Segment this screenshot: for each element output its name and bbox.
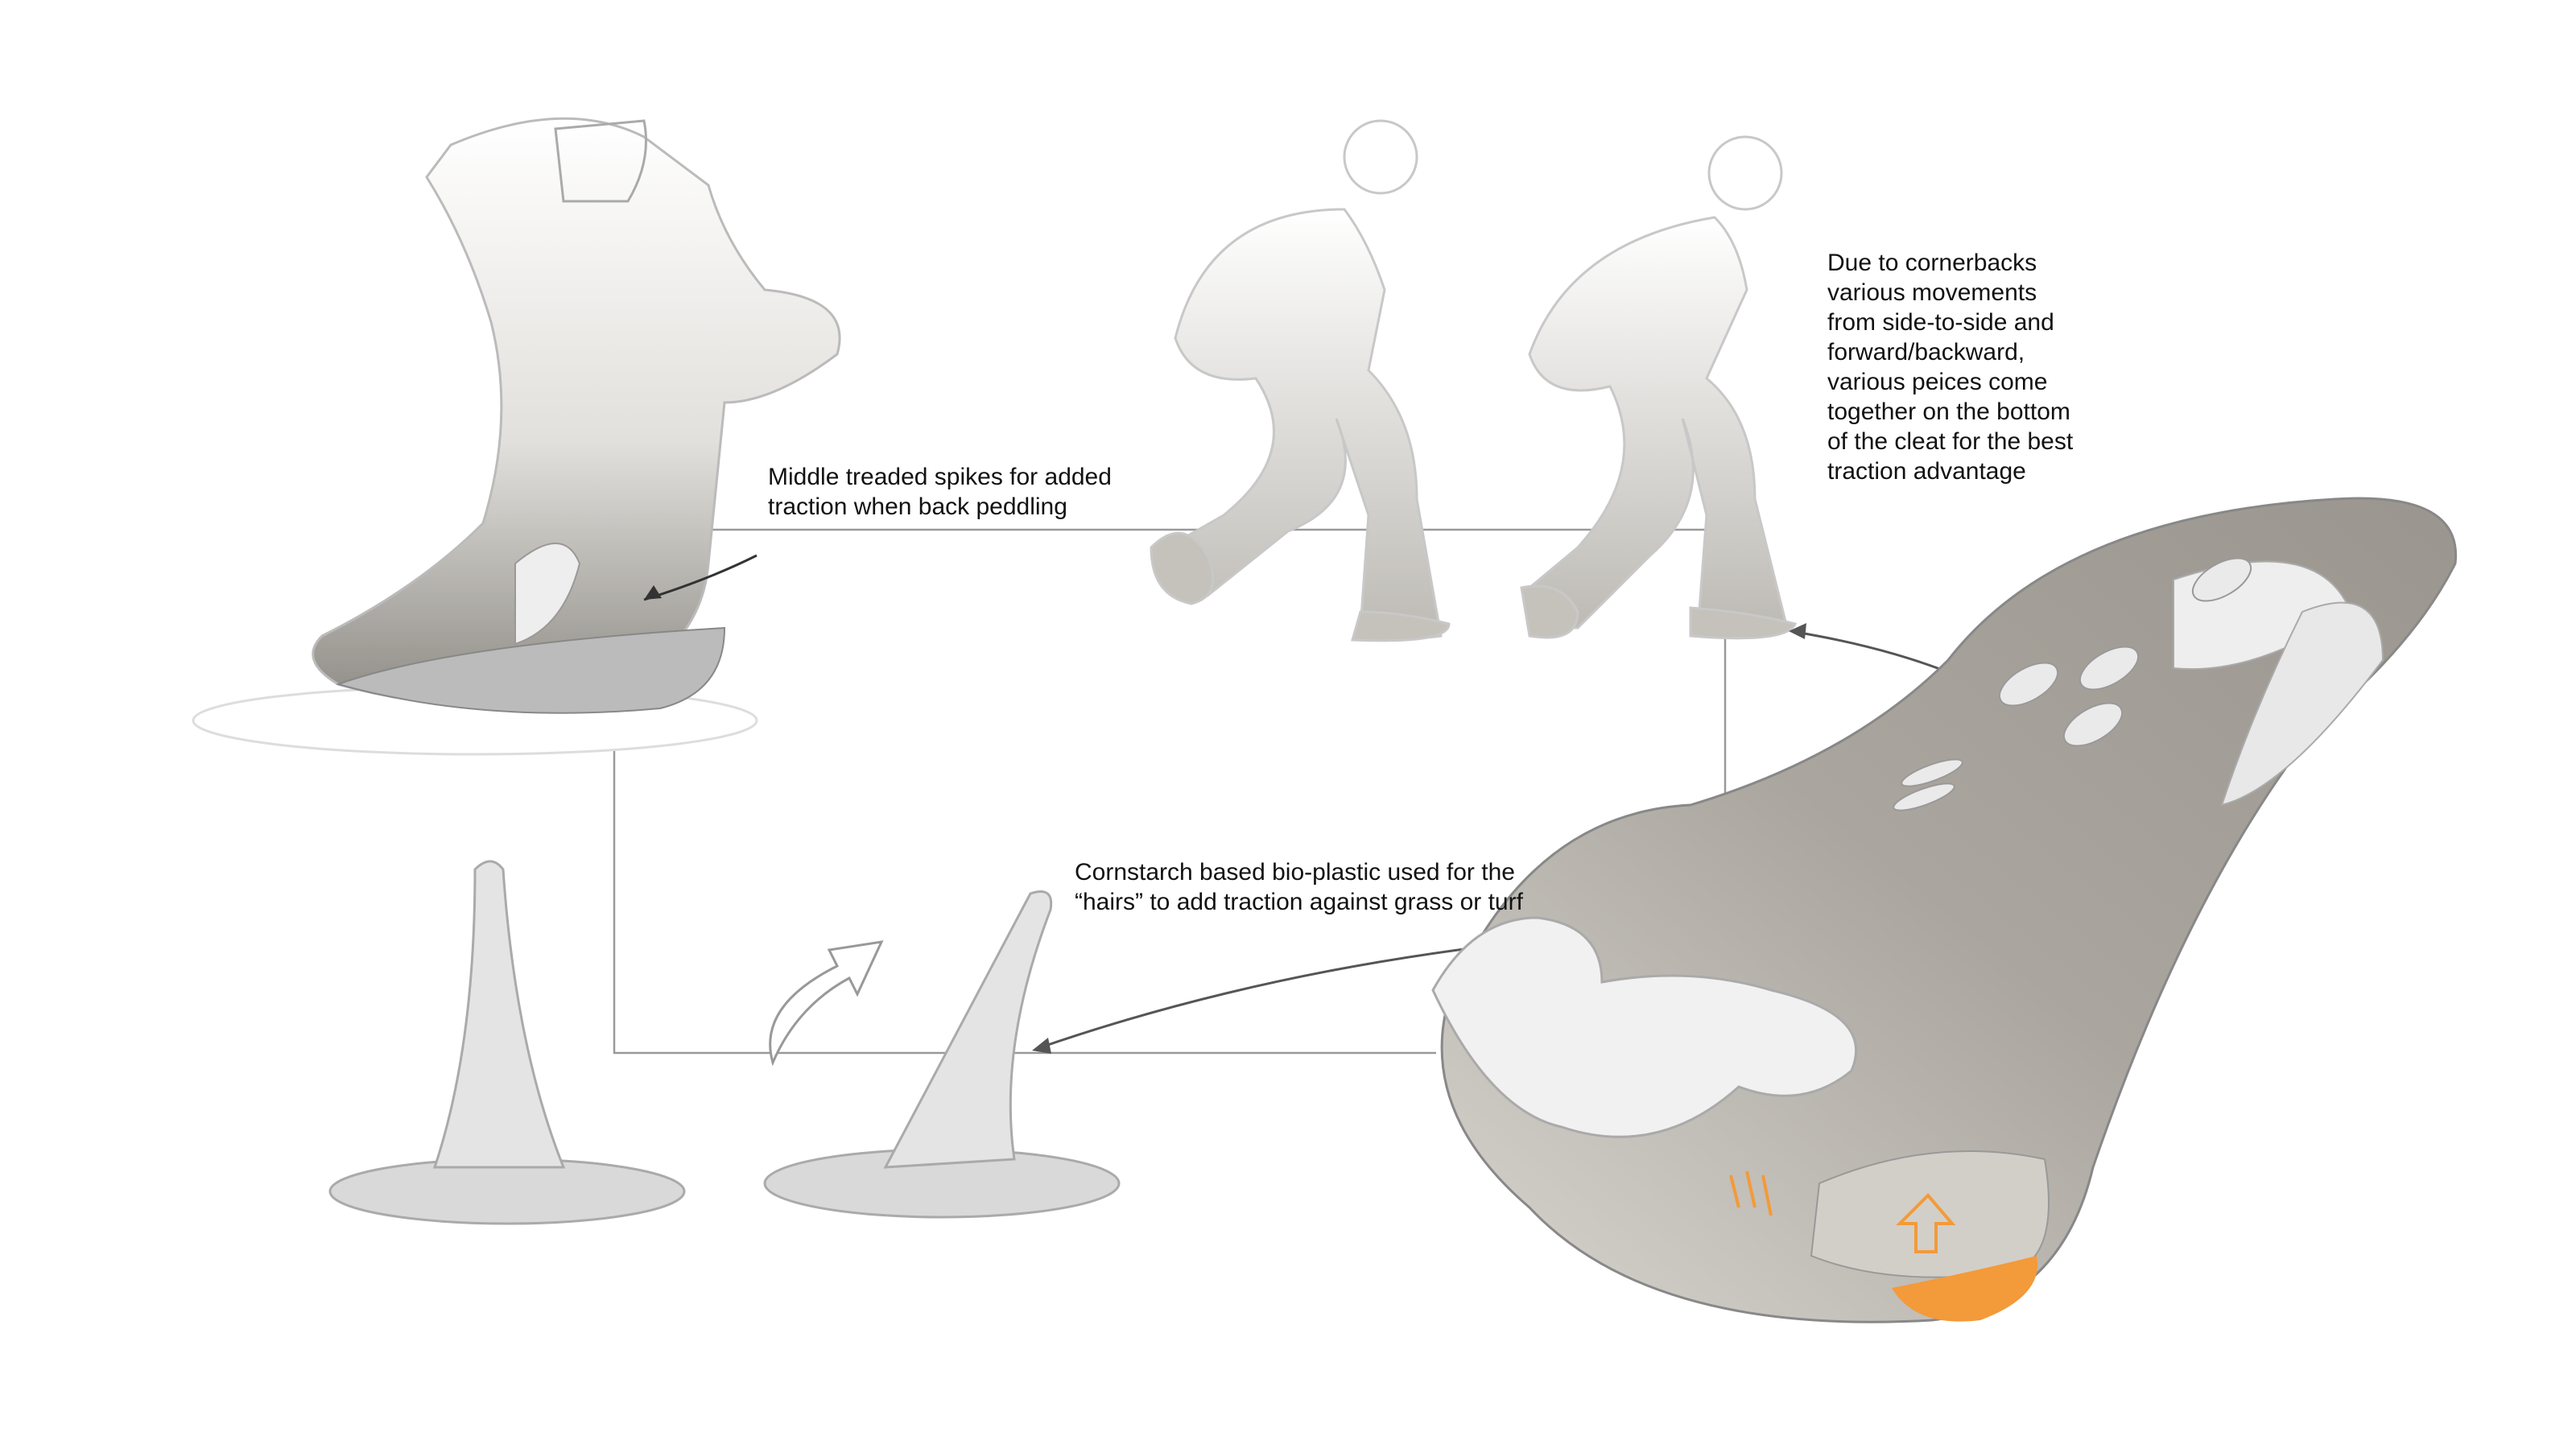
up-arrow-icon <box>1896 1193 1956 1253</box>
running-figure-1 <box>1150 119 1451 642</box>
spike-curved <box>763 890 1121 1219</box>
heel-arrow-pad <box>1810 1150 2050 1278</box>
annotation-cornerbacks: Due to cornerbacks various movements fro… <box>1827 250 2074 485</box>
annotation-bio-plastic: Cornstarch based bio-plastic used for th… <box>1075 859 1523 915</box>
cleat-sole-bottom-view <box>1431 497 2458 1323</box>
boot-side-sketch <box>192 117 841 756</box>
spike-straight <box>328 860 686 1225</box>
rotate-arrow-icon <box>769 940 884 1067</box>
running-figure-2 <box>1520 135 1798 640</box>
orange-heel-cap <box>1892 1256 2038 1322</box>
annotation-middle-spikes: Middle treaded spikes for added traction… <box>768 464 1112 520</box>
